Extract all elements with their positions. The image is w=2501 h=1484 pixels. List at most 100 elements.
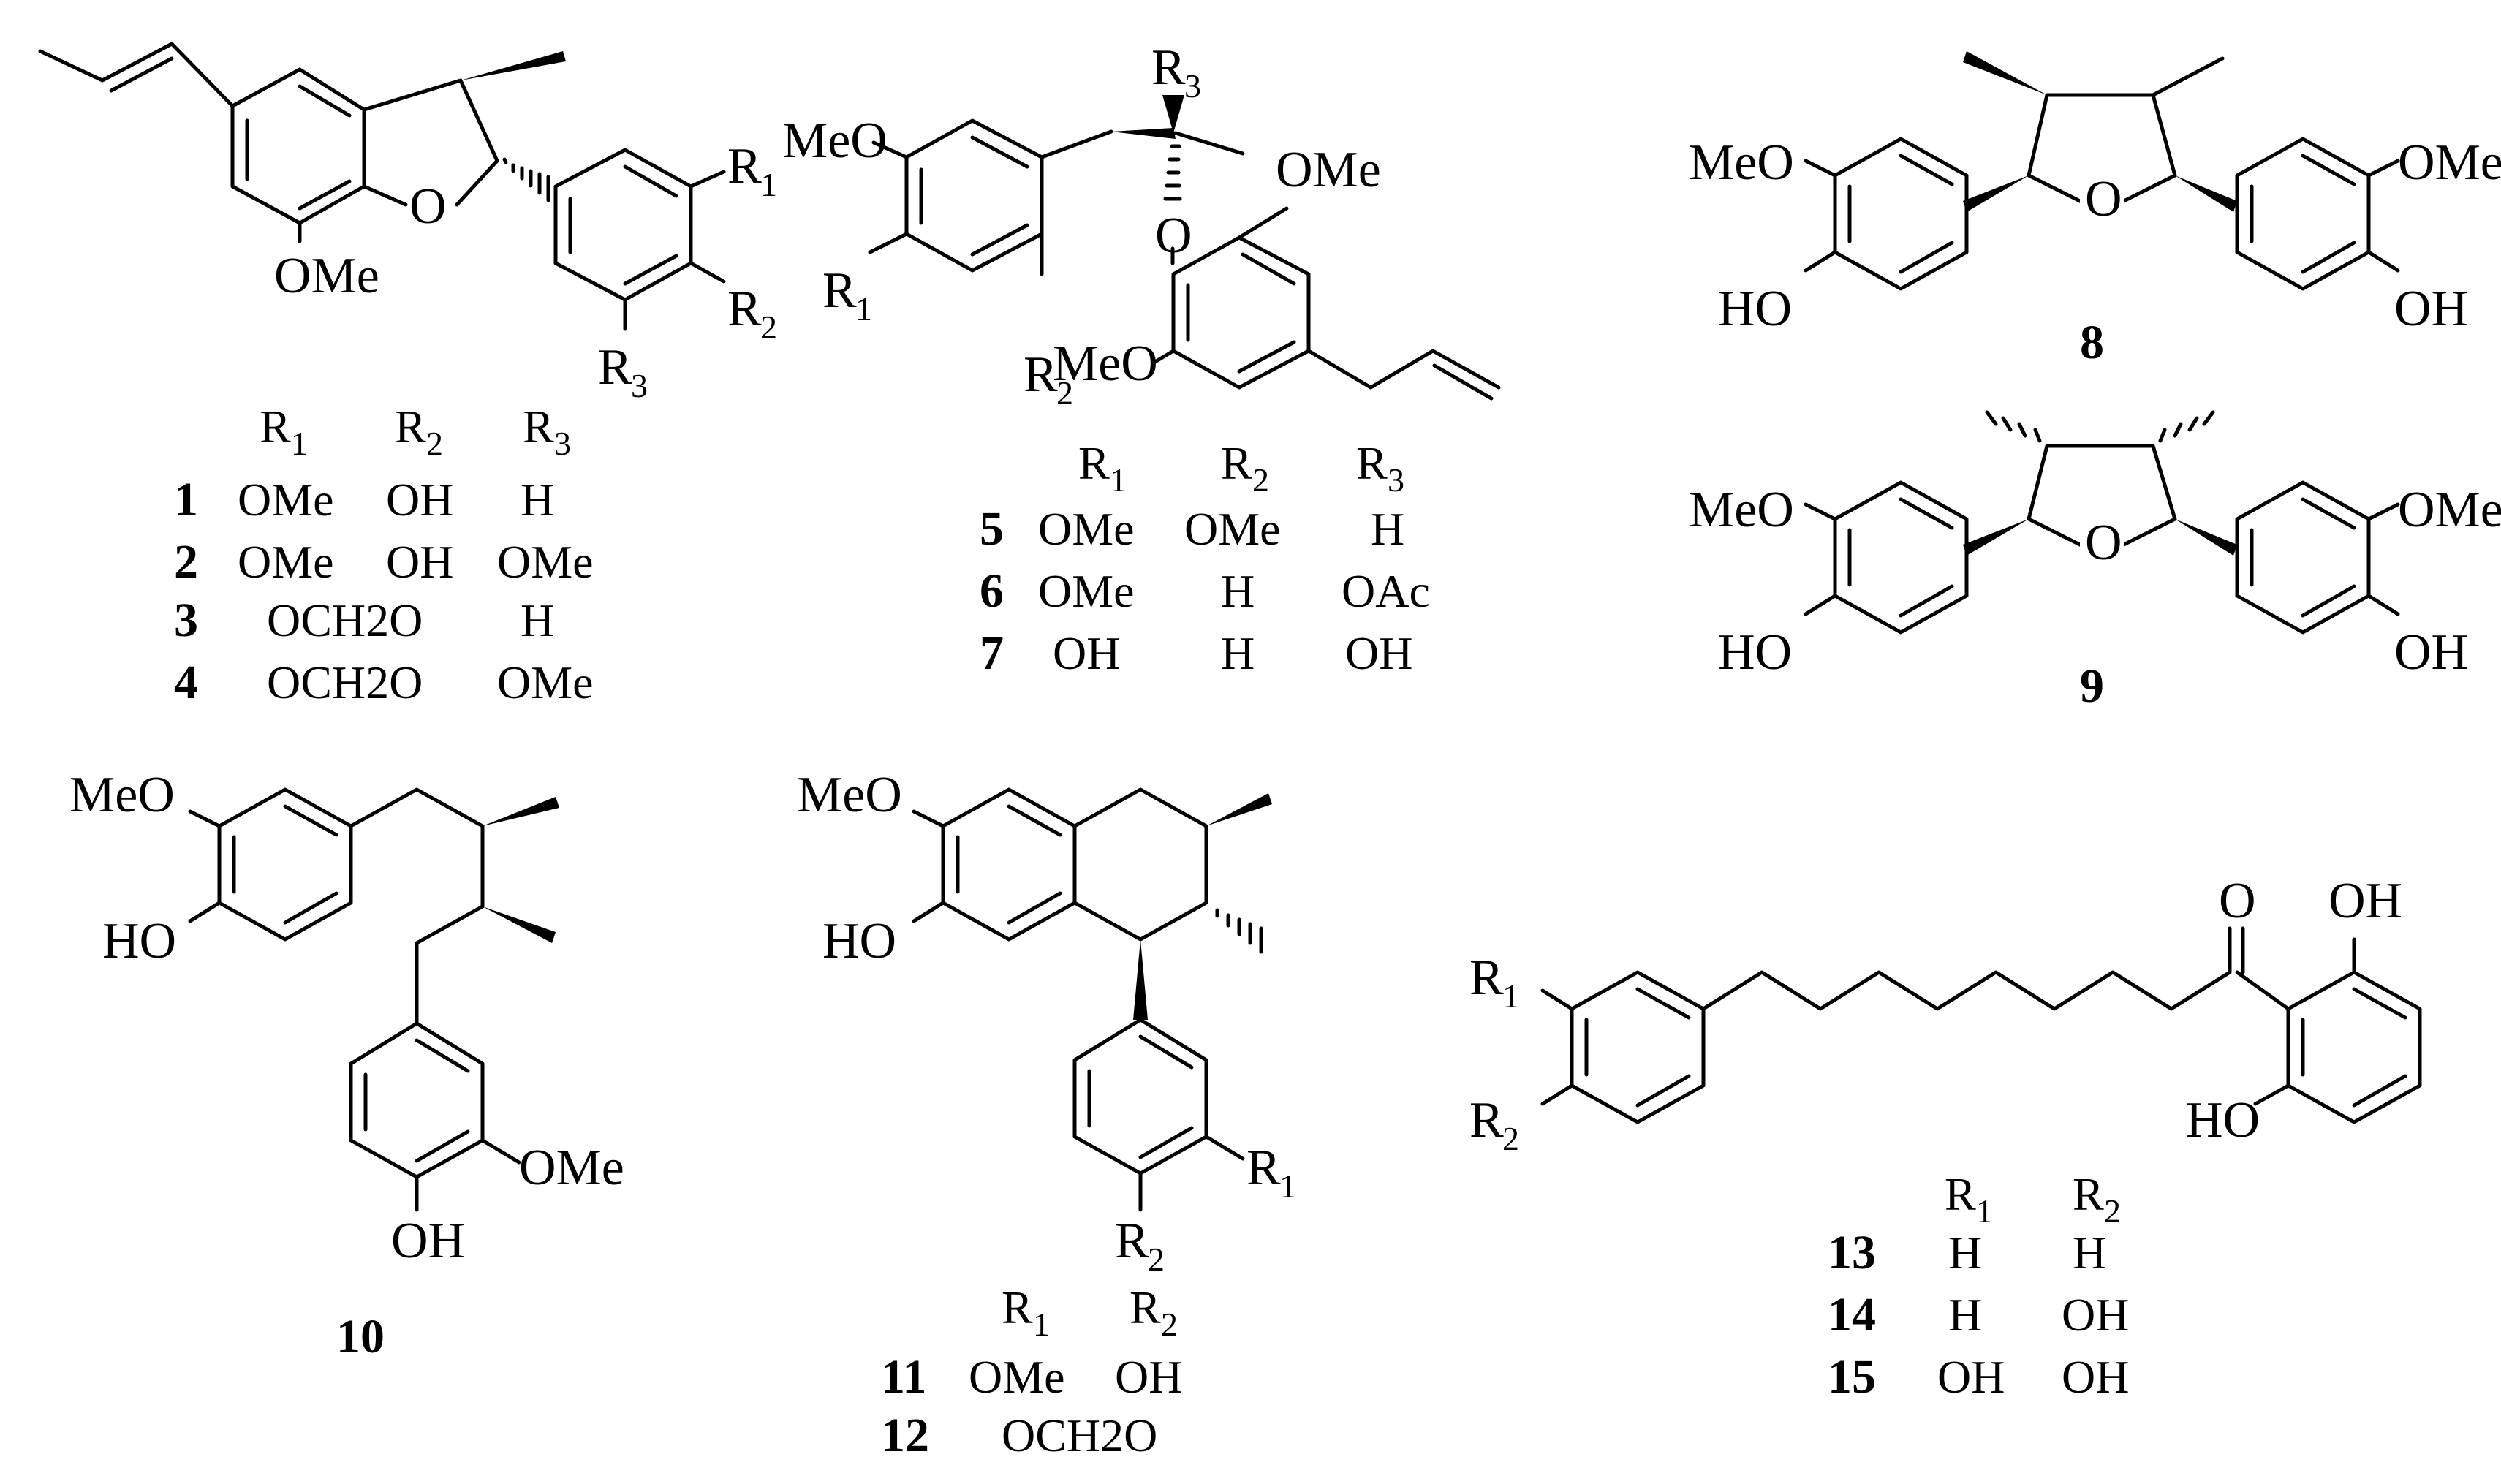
carbonyl-oxygen: O xyxy=(2219,873,2256,929)
r2-subscript: 2 xyxy=(1056,374,1073,412)
header-r3: R xyxy=(523,401,554,453)
compound-number: 11 xyxy=(881,1350,926,1404)
header-r1-sub: 1 xyxy=(1110,461,1127,499)
cell: OH xyxy=(1937,1351,2005,1403)
methoxy-label: MeO xyxy=(797,767,902,823)
cell: H xyxy=(1371,503,1404,555)
header-r2: R xyxy=(1221,437,1252,489)
header-r2: R xyxy=(2073,1168,2104,1220)
hydroxy-label: HO xyxy=(822,913,896,969)
cell: OCH2O xyxy=(267,594,423,646)
r2-subscript: 2 xyxy=(1148,1241,1165,1278)
hydroxy-left-label: HO xyxy=(1718,624,1792,681)
methoxy-right-label: OMe xyxy=(1276,142,1381,198)
cell: OH xyxy=(1053,627,1120,679)
hydroxy-right-label: OH xyxy=(2394,624,2468,681)
header-r1: R xyxy=(1945,1168,1976,1220)
hydroxy-lower-label: OH xyxy=(391,1213,465,1269)
ring-oxygen: O xyxy=(409,178,447,235)
header-r1-sub: 1 xyxy=(291,425,308,462)
r1-subscript: 1 xyxy=(855,290,872,328)
header-r3-sub: 3 xyxy=(554,425,571,462)
r2-subscript: 2 xyxy=(760,308,777,346)
r1-label: R xyxy=(1469,950,1504,1006)
cell: OCH2O xyxy=(267,656,423,708)
r2-label: R xyxy=(1469,1092,1504,1148)
cell: H xyxy=(1221,565,1255,617)
cell: OH xyxy=(2062,1351,2129,1403)
r1-label: R xyxy=(1246,1140,1281,1196)
header-r2: R xyxy=(395,401,426,453)
header-r1: R xyxy=(260,401,291,453)
compound-number: 3 xyxy=(174,594,198,647)
hydroxy-label: HO xyxy=(102,913,176,969)
hydroxy-left-label: HO xyxy=(1718,281,1792,337)
cell: OH xyxy=(2062,1289,2129,1341)
compound-number: 10 xyxy=(336,1310,385,1363)
cell: OCH2O xyxy=(1002,1409,1157,1461)
methoxy-left-label: MeO xyxy=(1689,135,1794,191)
compound-number: 9 xyxy=(2080,659,2104,713)
methoxy-left-label: MeO xyxy=(1689,482,1794,538)
structure-13-15: R 1 R 2 O OH HO xyxy=(1469,873,2422,1157)
cell: OH xyxy=(1345,627,1412,679)
header-r3: R xyxy=(1356,437,1388,489)
r3-subscript: 3 xyxy=(631,367,648,404)
cell: H xyxy=(1221,627,1255,679)
r3-label: R xyxy=(598,339,632,395)
compound-number: 13 xyxy=(1828,1226,1876,1279)
structure-1-4: O OMe R 1 R 2 R 3 xyxy=(38,42,777,404)
cell: OMe xyxy=(497,656,594,708)
header-r1: R xyxy=(1002,1282,1033,1333)
r1-label: R xyxy=(822,262,857,319)
cell: H xyxy=(1948,1227,1982,1279)
header-r2-sub: 2 xyxy=(2104,1192,2121,1230)
structure-9: O MeO HO OMe OH 9 xyxy=(1689,410,2501,713)
header-r2-sub: 2 xyxy=(1252,461,1269,499)
cell: OMe xyxy=(238,536,334,588)
structure-8: O MeO HO OMe OH 8 xyxy=(1689,51,2501,369)
substituent-table-3: R 1 R 2 11 OMe OH 12 OCH2O xyxy=(881,1282,1182,1462)
r3-subscript: 3 xyxy=(1184,67,1201,105)
cell: OMe xyxy=(1184,503,1281,555)
cell: OMe xyxy=(969,1351,1065,1403)
substituent-table-4: R 1 R 2 13 H H 14 H OH 15 OH OH xyxy=(1828,1168,2129,1404)
structure-10: MeO HO OMe OH 10 xyxy=(69,767,624,1363)
r1-subscript: 1 xyxy=(1502,977,1519,1015)
r1-label: R xyxy=(727,138,762,194)
ether-oxygen: O xyxy=(1155,208,1192,264)
cell: H xyxy=(521,594,554,646)
methoxy-label: MeO xyxy=(69,767,175,823)
cell: H xyxy=(2073,1227,2106,1279)
compound-number: 7 xyxy=(980,626,1004,680)
compound-number: 15 xyxy=(1828,1350,1876,1404)
header-r1-sub: 1 xyxy=(1976,1192,1993,1230)
compound-number: 2 xyxy=(174,535,198,588)
r1-subscript: 1 xyxy=(1279,1167,1296,1205)
methoxy-lower-label: OMe xyxy=(519,1140,624,1196)
compound-number: 5 xyxy=(980,502,1004,556)
methoxy-top-label: MeO xyxy=(782,113,888,169)
methoxy-right-label: OMe xyxy=(2398,482,2501,538)
r2-label: R xyxy=(1115,1213,1149,1269)
header-r2-sub: 2 xyxy=(1161,1306,1178,1343)
header-r1-sub: 1 xyxy=(1033,1306,1050,1343)
r2-subscript: 2 xyxy=(1502,1120,1519,1157)
methoxy-bottom-label: MeO xyxy=(1053,336,1158,392)
hydroxy-right-label: OH xyxy=(2394,281,2468,337)
cell: OMe xyxy=(497,536,594,588)
substituent-table-2: R 1 R 2 R 3 5 OMe OMe H 6 OMe H OAc 7 OH… xyxy=(980,437,1430,680)
header-r2-sub: 2 xyxy=(426,425,443,462)
header-r2: R xyxy=(1130,1282,1161,1333)
cell: OAc xyxy=(1342,565,1430,617)
methoxy-label: OMe xyxy=(274,248,379,304)
hydroxy-top-label: OH xyxy=(2328,873,2402,929)
structure-11-12: MeO HO R 1 R 2 xyxy=(797,767,1296,1278)
cell: H xyxy=(521,474,554,526)
cell: OH xyxy=(1115,1351,1182,1403)
cell: OMe xyxy=(1038,503,1135,555)
cell: OH xyxy=(386,474,453,526)
compound-number: 8 xyxy=(2080,316,2104,369)
compound-number: 14 xyxy=(1828,1288,1876,1341)
